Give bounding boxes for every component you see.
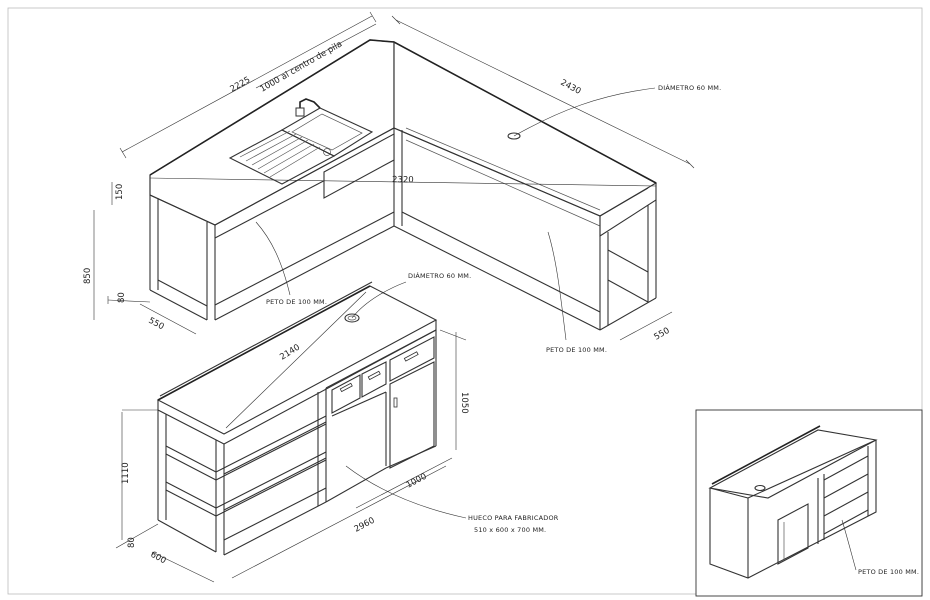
dim-600: 600 — [149, 550, 168, 566]
dim-80-island: 80 — [127, 537, 137, 548]
dim-1000: 1000 — [405, 472, 429, 491]
dim-2320: 2320 — [392, 175, 414, 185]
dim-1050: 1050 — [459, 392, 469, 414]
inset-view: PETO DE 100 MM. — [695, 409, 923, 597]
note-peto-left: PETO DE 100 MM. — [266, 298, 327, 306]
dim-150: 150 — [115, 184, 125, 200]
note-peto-right: PETO DE 100 MM. — [546, 346, 607, 354]
note-hueco-1: HUECO PARA FABRICADOR — [468, 514, 559, 522]
island-dimensions — [115, 281, 467, 583]
cable-hole-island — [344, 313, 360, 323]
dim-1110: 1110 — [121, 462, 131, 484]
note-diameter-top: DIÁMETRO 60 MM. — [658, 83, 721, 92]
note-hueco-2: 510 x 600 x 700 MM. — [474, 526, 546, 534]
dim-850: 850 — [83, 268, 93, 284]
cable-hole-top — [507, 132, 521, 140]
dim-2960: 2960 — [353, 516, 377, 535]
note-peto-inset: PETO DE 100 MM. — [858, 568, 919, 576]
dim-550-right: 550 — [653, 326, 672, 343]
dim-550-left: 550 — [147, 316, 166, 332]
dim-80-top: 80 — [117, 292, 127, 303]
sheet-border — [7, 7, 923, 595]
dim-2430: 2430 — [559, 78, 583, 97]
island — [156, 281, 438, 556]
l-counter-dimensions — [93, 11, 695, 341]
note-diameter-island: DIÁMETRO 60 MM. — [408, 271, 471, 280]
dim-2225: 2225 — [229, 75, 253, 94]
